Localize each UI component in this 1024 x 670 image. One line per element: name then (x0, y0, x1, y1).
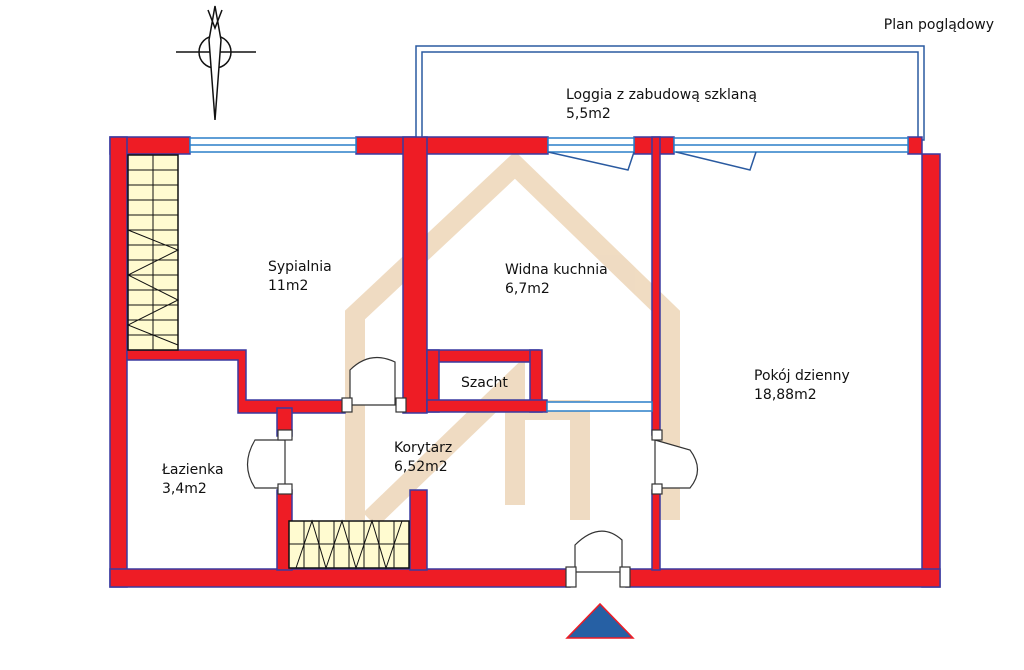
room-name: Loggia z zabudową szklaną (566, 87, 757, 103)
room-area: 18,88m2 (754, 387, 817, 403)
room-area: 5,5m2 (566, 106, 611, 122)
room-name: Sypialnia (268, 259, 332, 275)
room-label-corridor: Korytarz 6,52m2 (394, 439, 452, 477)
room-label-loggia: Loggia z zabudową szklaną 5,5m2 (566, 86, 757, 124)
room-area: 6,52m2 (394, 459, 448, 475)
room-label-bathroom: Łazienka 3,4m2 (162, 461, 224, 499)
corridor-wardrobe (288, 519, 410, 570)
windows (189, 137, 909, 412)
walls (109, 136, 941, 588)
room-name: Pokój dzienny (754, 368, 850, 384)
room-name: Szacht (461, 375, 508, 391)
entrance-arrow-icon (565, 602, 635, 639)
room-area: 11m2 (268, 278, 309, 294)
room-label-living: Pokój dzienny 18,88m2 (754, 367, 850, 405)
room-area: 3,4m2 (162, 481, 207, 497)
bedroom-wardrobe (126, 154, 180, 351)
plan-title: Plan poglądowy (883, 17, 994, 33)
compass-north-icon (176, 5, 256, 121)
doors (246, 356, 699, 588)
room-label-kitchen: Widna kuchnia 6,7m2 (505, 261, 608, 299)
room-name: Korytarz (394, 440, 453, 456)
room-area: 6,7m2 (505, 281, 550, 297)
room-name: Łazienka (162, 462, 224, 478)
room-label-shaft: Szacht (461, 374, 508, 393)
room-name: Widna kuchnia (505, 262, 608, 278)
window-sashes (547, 151, 757, 171)
room-label-bedroom: Sypialnia 11m2 (268, 258, 332, 296)
